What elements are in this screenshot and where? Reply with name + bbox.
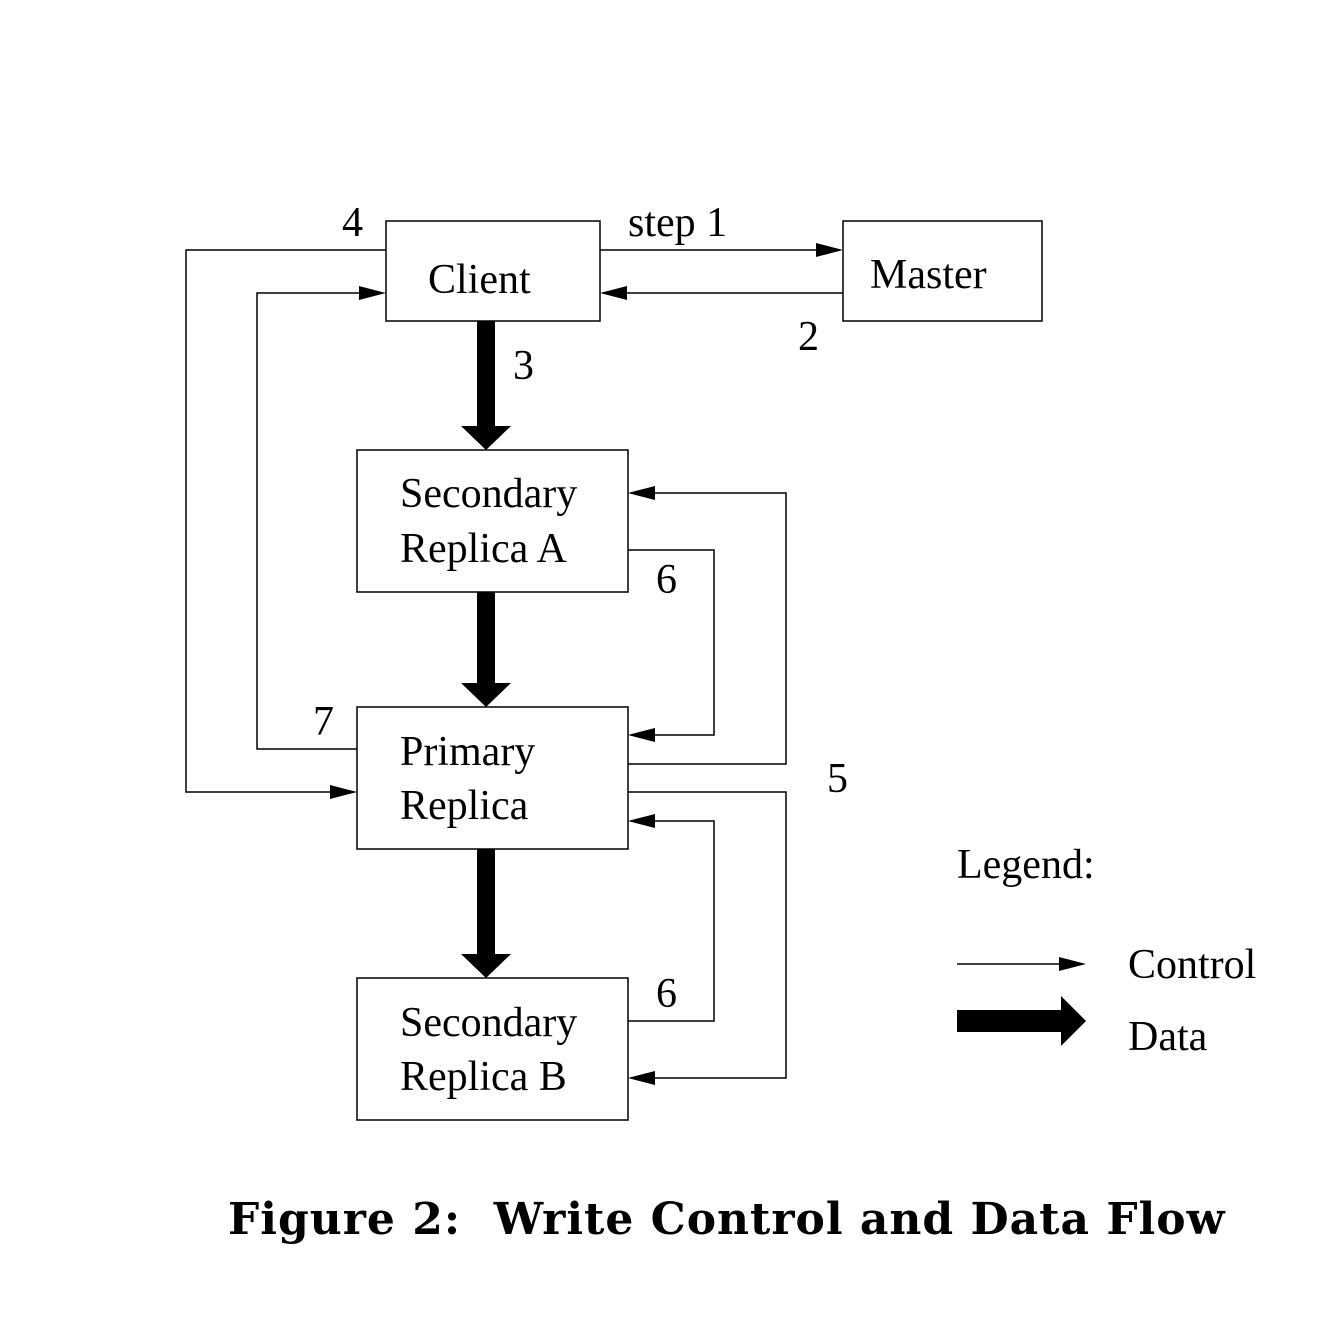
client-box bbox=[385, 220, 601, 322]
data-arrow-primary-to-secondary-b bbox=[461, 849, 511, 978]
data-arrow-client-to-secondary-a bbox=[461, 321, 511, 450]
secondary-b-label-line1: Secondary bbox=[400, 1000, 577, 1046]
legend-data-label: Data bbox=[1128, 1014, 1208, 1060]
control-arrowhead-step6-from-b bbox=[628, 814, 655, 828]
control-arrow-step5-to-b bbox=[628, 791, 787, 1079]
step-6-label-b: 6 bbox=[656, 971, 677, 1017]
control-arrowhead-step2 bbox=[600, 286, 627, 300]
secondary-replica-b-box bbox=[356, 977, 629, 1121]
secondary-a-label-line1: Secondary bbox=[400, 471, 577, 517]
control-arrowhead-step6-from-a bbox=[628, 728, 655, 742]
primary-label-line1: Primary bbox=[400, 729, 535, 775]
step-5-label: 5 bbox=[827, 756, 848, 802]
control-arrow-step7 bbox=[256, 292, 364, 750]
step-7-label: 7 bbox=[313, 699, 334, 745]
step-4-label: 4 bbox=[342, 200, 363, 246]
secondary-a-label-line2: Replica A bbox=[400, 526, 567, 572]
secondary-b-label-line2: Replica B bbox=[400, 1054, 567, 1100]
client-label: Client bbox=[428, 257, 531, 303]
control-arrow-step4 bbox=[185, 249, 386, 793]
step-6-label-a: 6 bbox=[656, 557, 677, 603]
step-2-label: 2 bbox=[798, 314, 819, 360]
control-arrow-step6-from-a bbox=[628, 549, 715, 736]
control-arrow-step5-to-a bbox=[628, 492, 787, 765]
legend-title: Legend: bbox=[957, 842, 1095, 888]
secondary-replica-a-box bbox=[356, 449, 629, 593]
legend-data-arrow bbox=[957, 996, 1086, 1046]
data-arrow-secondary-a-to-primary bbox=[461, 592, 511, 707]
primary-replica-box bbox=[356, 706, 629, 850]
legend-control-arrowhead bbox=[1059, 957, 1086, 971]
step-1-label: step 1 bbox=[628, 200, 727, 246]
control-arrowhead-step5-to-a bbox=[628, 486, 655, 500]
master-box bbox=[842, 220, 1043, 322]
master-label: Master bbox=[870, 252, 987, 298]
control-arrow-step6-from-b bbox=[628, 820, 715, 1022]
control-arrowhead-step4 bbox=[330, 785, 357, 799]
step-3-label: 3 bbox=[513, 343, 534, 389]
figure-caption: Figure 2: Write Control and Data Flow bbox=[228, 1194, 1226, 1245]
primary-label-line2: Replica bbox=[400, 783, 529, 829]
control-arrowhead-step7 bbox=[359, 286, 386, 300]
legend-control-label: Control bbox=[1128, 942, 1256, 988]
control-arrowhead-step5-to-b bbox=[628, 1071, 655, 1085]
control-arrowhead-step1 bbox=[816, 243, 843, 257]
